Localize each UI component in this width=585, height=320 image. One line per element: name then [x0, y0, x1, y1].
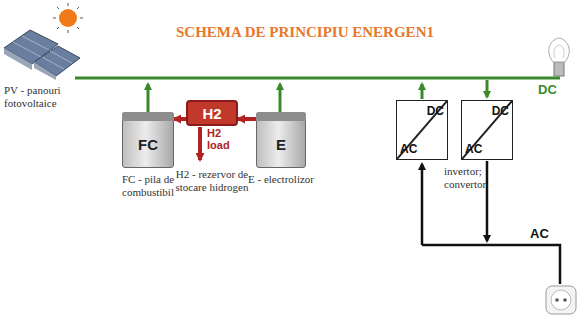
sun — [59, 9, 77, 27]
power-arrow — [421, 84, 424, 99]
label: AC — [530, 226, 558, 241]
load-arrow — [198, 127, 202, 160]
box-label: FC — [123, 136, 173, 153]
converter-side: AC — [400, 142, 417, 156]
ac-arrow — [421, 164, 424, 245]
bulb — [549, 38, 570, 76]
storage-tank: H2H2 - rezervor de stocare hidrogen — [186, 100, 238, 126]
converter-side: DC — [427, 104, 444, 118]
power-arrow — [147, 84, 150, 112]
converter-side: DC — [492, 104, 509, 118]
label: PV - panouri fotovoltaice — [4, 84, 104, 110]
socket — [546, 286, 576, 314]
converter-box: DC AC — [461, 100, 513, 160]
converter-side: AC — [465, 142, 482, 156]
converter-box: DC AC — [396, 100, 448, 160]
dc-bus — [75, 77, 560, 80]
hydrogen-flow — [238, 117, 256, 121]
box-label: E — [257, 136, 305, 153]
hydrogen-flow — [174, 117, 186, 121]
power-arrow — [486, 80, 489, 97]
label: invertor; convertor — [444, 165, 526, 191]
box-label: H2 — [188, 105, 236, 122]
caption: E - electrolizor — [236, 173, 326, 186]
label: H2 load — [207, 127, 241, 151]
label: DC — [538, 82, 568, 97]
power-arrow — [279, 84, 282, 112]
caption: H2 - rezervor de stocare hidrogen — [169, 168, 255, 194]
sun-rays — [53, 3, 83, 33]
equipment-box: FCFC - pila de combustibil — [122, 112, 174, 168]
ac-arrow — [486, 161, 489, 241]
ac-bus — [422, 245, 560, 284]
equipment-box: EE - electrolizor — [256, 112, 306, 168]
title: SCHEMA DE PRINCIPIU ENERGEN1 — [150, 24, 460, 41]
pv-panels — [4, 30, 80, 80]
